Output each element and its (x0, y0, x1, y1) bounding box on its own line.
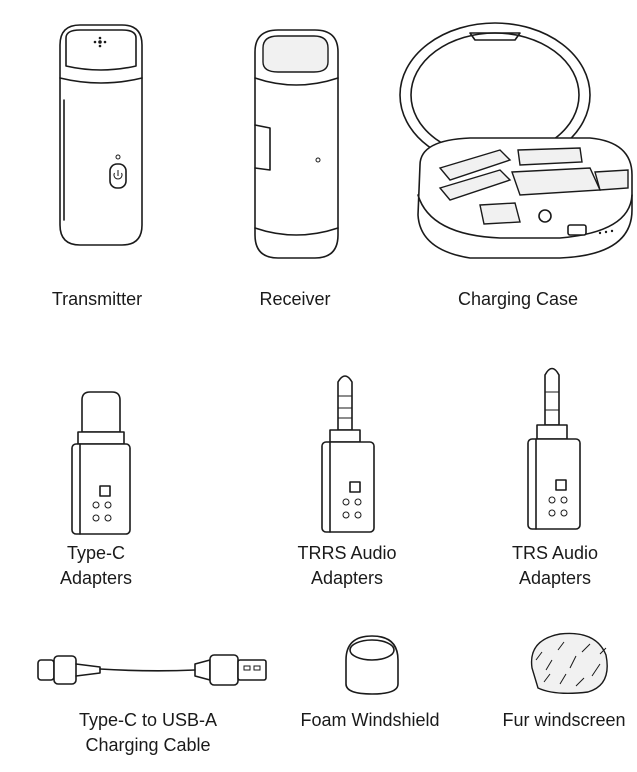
receiver-label: Receiver (259, 289, 331, 309)
transmitter-label: Transmitter (51, 289, 143, 309)
transmitter-illustration (59, 24, 143, 246)
transmitter-logo-icon (93, 36, 107, 48)
type-c-adapters-label-line2: Adapters (59, 568, 133, 588)
charging-cable-illustration (37, 654, 267, 686)
receiver-illustration (254, 29, 339, 259)
trrs-adapter-illustration (321, 375, 375, 533)
trs-adapter-illustration (527, 367, 581, 530)
trs-adapters-label-line2: Adapters (518, 568, 592, 588)
fur-windscreen-illustration (530, 632, 608, 695)
charging-case-label: Charging Case (457, 289, 579, 309)
foam-windshield-illustration (345, 635, 399, 695)
trrs-adapters-label-line1: TRRS Audio (297, 543, 397, 563)
type-c-adapter-illustration (71, 391, 131, 535)
power-button-icon (109, 163, 127, 189)
trrs-adapters-label-line2: Adapters (310, 568, 384, 588)
foam-windshield-label: Foam Windshield (300, 710, 440, 730)
charging-cable-label-line1: Type-C to USB-A (78, 710, 218, 730)
fur-windscreen-label: Fur windscreen (502, 710, 626, 730)
trs-adapters-label-line1: TRS Audio (511, 543, 599, 563)
charging-cable-label-line2: Charging Cable (85, 735, 211, 755)
type-c-adapters-label-line1: Type-C (66, 543, 126, 563)
charging-case-illustration (399, 22, 633, 259)
